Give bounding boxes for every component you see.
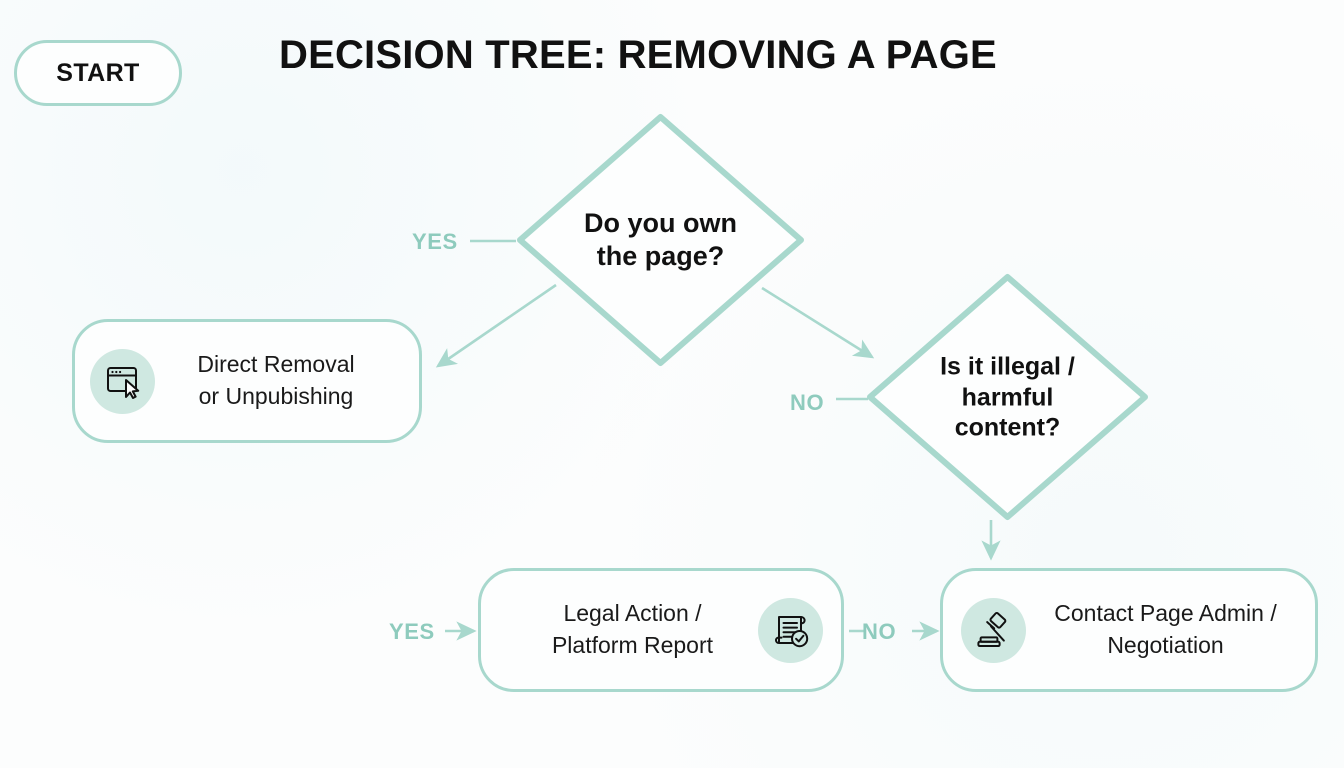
page-title: DECISION TREE: REMOVING A PAGE — [279, 33, 997, 77]
decision-illegal-content-label: Is it illegal / harmful content? — [940, 352, 1075, 442]
process-legal-action-label: Legal Action / Platform Report — [551, 600, 714, 658]
process-legal-action[interactable]: Legal Action / Platform Report — [478, 568, 844, 692]
decision-own-page[interactable]: Do you own the page? — [513, 110, 808, 370]
diamond-shape — [517, 114, 804, 366]
edge-label-illegal-no: NO — [862, 619, 897, 644]
diamond-shape — [867, 274, 1148, 520]
start-node[interactable]: START — [14, 40, 182, 106]
process-contact-admin[interactable]: Contact Page Admin / Negotiation — [940, 568, 1318, 692]
decision-illegal-content[interactable]: Is it illegal / harmful content? — [863, 270, 1152, 524]
edge-label-own-yes: YES — [412, 229, 458, 254]
document-check-icon — [758, 597, 823, 663]
process-direct-removal-label: Direct Removal or Unpubishing — [197, 351, 355, 409]
process-direct-removal[interactable]: Direct Removal or Unpubishing — [72, 319, 422, 443]
decision-own-page-label: Do you own the page? — [584, 208, 737, 271]
process-contact-admin-label: Contact Page Admin / Negotiation — [1054, 600, 1277, 658]
browser-window-cursor-icon — [90, 348, 155, 414]
start-node-label: START — [56, 58, 140, 87]
edge-label-own-no: NO — [790, 390, 825, 415]
gavel-icon — [961, 597, 1026, 663]
edge-label-illegal-yes: YES — [389, 619, 435, 644]
